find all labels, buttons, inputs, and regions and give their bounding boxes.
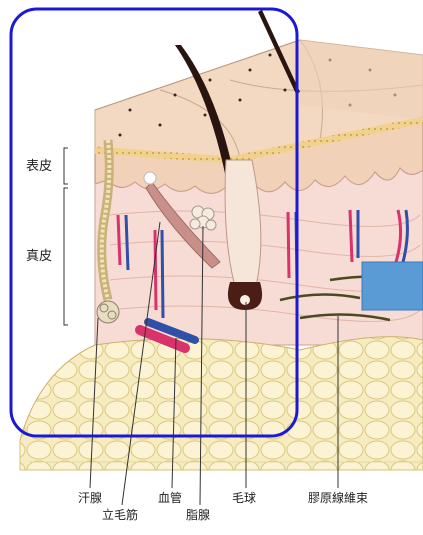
label-sweat-gland: 汗腺 <box>78 491 102 505</box>
subcutaneous-fat <box>20 337 423 470</box>
label-blood-vessel: 血管 <box>158 491 182 505</box>
label-collagen-bundle: 膠原線維束 <box>308 491 368 505</box>
label-hair-bulb: 毛球 <box>232 491 256 505</box>
label-sebaceous-gland: 脂腺 <box>186 508 210 522</box>
label-dermis: 真皮 <box>26 250 52 264</box>
label-epidermis: 表皮 <box>26 160 52 174</box>
label-arrector-pili: 立毛筋 <box>102 508 138 522</box>
layer-brackets <box>64 148 68 325</box>
overlay-box <box>362 262 423 310</box>
